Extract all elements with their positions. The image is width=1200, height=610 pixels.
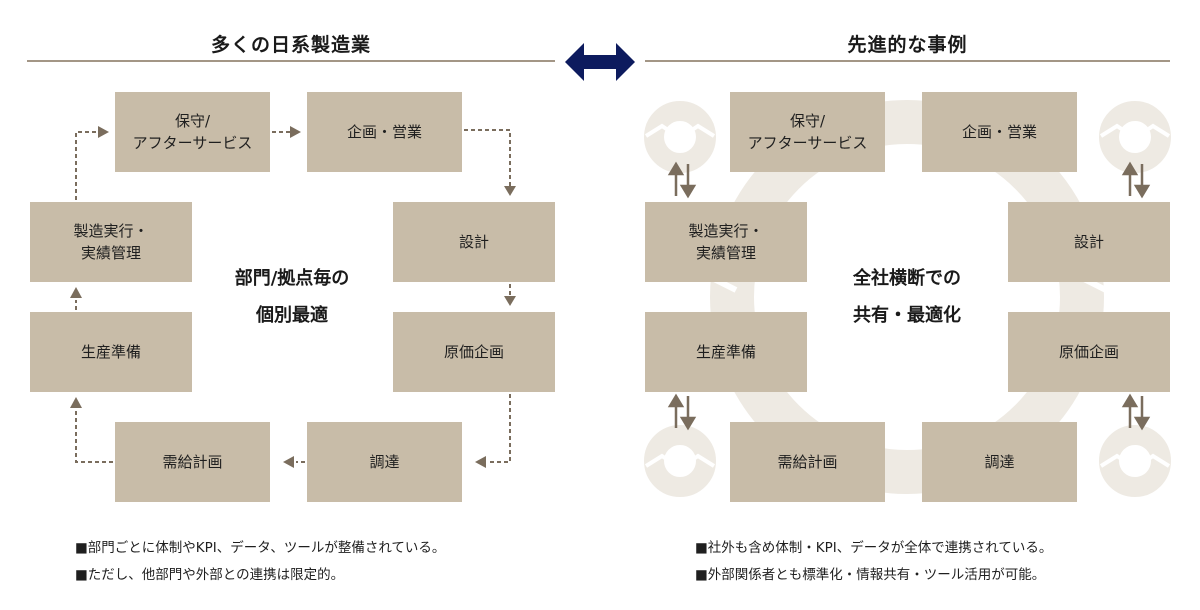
external-link-ring-bottom-right (1099, 425, 1171, 497)
center-label-line: 部門/拠点毎の (234, 268, 350, 289)
box-label: アフターサービス (132, 134, 253, 152)
box-label: 実績管理 (695, 244, 756, 262)
box-label: 実績管理 (80, 244, 141, 262)
process-box-mes: 製造実行・実績管理 (30, 202, 192, 282)
process-box-procurement: 調達 (307, 422, 462, 502)
left-panel-title: 多くの日系製造業 (210, 34, 371, 56)
center-label-line: 個別最適 (256, 305, 328, 326)
bidirectional-arrow-icon (1121, 161, 1151, 199)
process-box-maintenance: 保守/アフターサービス (730, 92, 885, 172)
arrowhead-icon (283, 456, 294, 468)
box-label: 保守/ (174, 112, 211, 130)
bidirectional-arrow-icon (1121, 393, 1151, 431)
connector-supply-to-prep (75, 410, 113, 463)
bidirectional-arrow-icon (667, 161, 697, 199)
external-link-ring-top-left (644, 101, 716, 173)
box-label: 需給計画 (162, 453, 223, 471)
process-box-supply-demand: 需給計画 (730, 422, 885, 502)
process-box-planning-sales: 企画・営業 (922, 92, 1077, 172)
arrowhead-icon (475, 456, 486, 468)
process-box-design: 設計 (1008, 202, 1170, 282)
box-label: 企画・営業 (961, 123, 1037, 141)
connector-mes-to-maintenance (75, 131, 98, 200)
box-label: 生産準備 (80, 343, 141, 361)
connector-cost-to-procurement (490, 394, 511, 463)
process-box-design: 設計 (393, 202, 555, 282)
left-bullet: ■ただし、他部門や外部との連携は限定的。 (75, 567, 345, 583)
center-label-line: 全社横断での (853, 268, 961, 289)
arrowhead-icon (70, 397, 82, 408)
arrowhead-icon (504, 296, 516, 306)
box-label: 生産準備 (695, 343, 756, 361)
double-arrow-icon (565, 43, 635, 81)
center-label-line: 共有・最適化 (853, 305, 961, 326)
right-panel-title: 先進的な事例 (847, 34, 968, 56)
external-link-ring-bottom-left (644, 425, 716, 497)
box-label: 製造実行・ (73, 222, 149, 240)
arrowhead-icon (98, 126, 109, 138)
right-center-label: 全社横断での 共有・最適化 (807, 260, 1007, 334)
box-label: 原価企画 (1058, 343, 1119, 361)
process-box-mes: 製造実行・実績管理 (645, 202, 807, 282)
process-box-cost-planning: 原価企画 (393, 312, 555, 392)
external-link-ring-top-right (1099, 101, 1171, 173)
process-box-procurement: 調達 (922, 422, 1077, 502)
box-label: アフターサービス (747, 134, 868, 152)
process-box-production-prep: 生産準備 (645, 312, 807, 392)
right-bullet: ■外部関係者とも標準化・情報共有・ツール活用が可能。 (695, 567, 1046, 583)
process-box-maintenance: 保守/アフターサービス (115, 92, 270, 172)
box-label: 調達 (369, 453, 400, 471)
right-bullet: ■社外も含め体制・KPI、データが全体で連携されている。 (695, 540, 1053, 556)
box-label: 設計 (458, 233, 489, 251)
right-title-divider (645, 60, 1170, 62)
box-label: 保守/ (789, 112, 826, 130)
box-label: 企画・営業 (346, 123, 422, 141)
left-title-divider (27, 60, 555, 62)
arrowhead-icon (290, 126, 301, 138)
process-box-supply-demand: 需給計画 (115, 422, 270, 502)
arrowhead-icon (70, 287, 82, 298)
box-label: 製造実行・ (688, 222, 764, 240)
connector-sales-to-design (464, 129, 511, 186)
process-box-cost-planning: 原価企画 (1008, 312, 1170, 392)
box-label: 原価企画 (443, 343, 504, 361)
process-box-planning-sales: 企画・営業 (307, 92, 462, 172)
box-label: 調達 (984, 453, 1015, 471)
box-label: 需給計画 (777, 453, 838, 471)
left-bullet: ■部門ごとに体制やKPI、データ、ツールが整備されている。 (75, 540, 446, 556)
bidirectional-arrow-icon (667, 393, 697, 431)
arrowhead-icon (504, 186, 516, 196)
process-box-production-prep: 生産準備 (30, 312, 192, 392)
box-label: 設計 (1073, 233, 1104, 251)
left-center-label: 部門/拠点毎の 個別最適 (192, 260, 392, 334)
